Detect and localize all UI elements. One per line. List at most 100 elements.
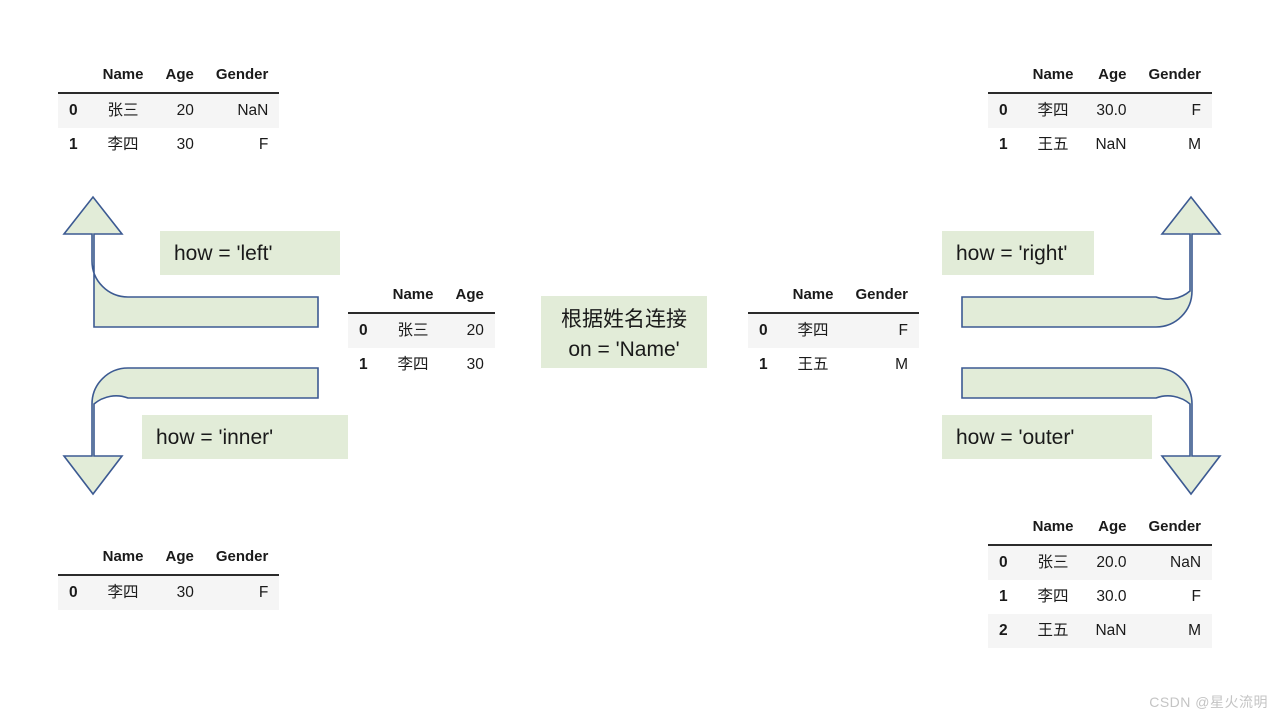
index-header — [348, 278, 382, 315]
table-row: 1 王五 M — [748, 348, 919, 382]
label-how-right-text: how = 'right' — [956, 242, 1068, 265]
index-header — [988, 510, 1022, 547]
table-row: 1 李四 30 — [348, 348, 495, 382]
label-how-inner-text: how = 'inner' — [156, 426, 274, 449]
table-row: 0 张三 20 — [348, 313, 495, 349]
row-index: 1 — [759, 356, 768, 374]
watermark: CSDN @星火流明 — [1149, 694, 1268, 710]
table-header-row: Name Age Gender — [58, 540, 280, 577]
column-header: Gender — [204, 540, 280, 577]
label-how-left: how = 'left' — [160, 231, 340, 275]
cell-age: 20.0 — [1084, 545, 1138, 581]
column-header: Name — [1021, 510, 1085, 547]
cell-name: 李四 — [397, 356, 429, 374]
row-index: 0 — [988, 93, 1022, 129]
row-index: 1 — [69, 136, 78, 154]
cell-name: 张三 — [381, 313, 445, 349]
cell-gender: F — [1137, 93, 1213, 129]
cell-age: 30 — [466, 356, 484, 374]
row-index: 0 — [58, 93, 92, 129]
table-row: 0 李四 30 F — [58, 575, 280, 611]
column-header: Name — [381, 278, 445, 315]
cell-name: 李四 — [1037, 588, 1069, 606]
row-index: 1 — [359, 356, 368, 374]
column-header: Age — [1084, 510, 1138, 547]
cell-name: 李四 — [107, 136, 139, 154]
cell-age: 20 — [444, 313, 495, 349]
cell-name: 李四 — [781, 313, 845, 349]
cell-gender: M — [1188, 136, 1202, 154]
join-note-line2: on = 'Name' — [568, 338, 680, 362]
row-index: 0 — [748, 313, 782, 349]
table-row: 0 张三 20.0 NaN — [988, 545, 1213, 581]
cell-gender: F — [844, 313, 919, 349]
column-header: Age — [444, 278, 495, 315]
column-header: Gender — [844, 278, 919, 315]
row-index: 2 — [988, 614, 1022, 649]
index-header — [58, 540, 92, 577]
row-index: 1 — [999, 588, 1008, 606]
column-header: Name — [91, 540, 155, 577]
table-header-row: Name Age — [348, 278, 495, 315]
cell-gender: NaN — [204, 93, 280, 129]
table-row: 1 王五 NaN M — [988, 128, 1212, 162]
column-header: Gender — [1137, 510, 1213, 547]
index-header — [58, 58, 92, 95]
cell-age: NaN — [1084, 614, 1138, 649]
cell-name: 王五 — [1037, 136, 1069, 154]
table-row: 0 张三 20 NaN — [58, 93, 280, 129]
row-index: 0 — [58, 575, 92, 611]
column-header: Name — [1021, 58, 1085, 95]
table-row: 1 李四 30 F — [58, 128, 279, 162]
table-header-row: Name Age Gender — [988, 510, 1213, 547]
column-header: Age — [1084, 58, 1138, 95]
table-row: 0 李四 30.0 F — [988, 93, 1213, 129]
cell-age: 30 — [176, 136, 194, 154]
table-row: 1 李四 30.0 F — [988, 580, 1212, 614]
cell-age: 30.0 — [1084, 93, 1138, 129]
arrow-how-right — [961, 195, 1222, 328]
join-note-line1: 根据姓名连接 — [561, 308, 687, 331]
column-header: Name — [781, 278, 845, 315]
arrow-how-outer — [961, 367, 1222, 496]
column-header: Age — [154, 540, 205, 577]
result-dataframe-outer: Name Age Gender 0 张三 20.0 NaN 1 李四 30.0 … — [988, 510, 1213, 649]
cell-name: 李四 — [91, 575, 155, 611]
table-row: 0 李四 F — [748, 313, 919, 349]
cell-gender: F — [204, 575, 280, 611]
right-dataframe-merged-right: Name Age Gender 0 李四 30.0 F 1 王五 NaN M — [988, 58, 1213, 163]
label-join-note: 根据姓名连接 on = 'Name' — [541, 296, 707, 368]
arrow-how-left — [62, 195, 319, 328]
table-row: 2 王五 NaN M — [988, 614, 1213, 649]
index-header — [988, 58, 1022, 95]
label-how-left-text: how = 'left' — [174, 242, 273, 265]
cell-name: 张三 — [91, 93, 155, 129]
cell-gender: NaN — [1137, 545, 1213, 581]
cell-name: 张三 — [1021, 545, 1085, 581]
cell-gender: M — [895, 356, 908, 374]
column-header: Age — [154, 58, 205, 95]
cell-age: 30 — [154, 575, 205, 611]
cell-gender: F — [1191, 588, 1202, 606]
table-header-row: Name Gender — [748, 278, 919, 315]
cell-name: 李四 — [1021, 93, 1085, 129]
label-how-outer: how = 'outer' — [942, 415, 1152, 459]
result-dataframe-inner: Name Age Gender 0 李四 30 F — [58, 540, 280, 611]
left-dataframe-merged-left: Name Age Gender 0 张三 20 NaN 1 李四 30 F — [58, 58, 280, 163]
source-dataframe-right: Name Gender 0 李四 F 1 王五 M — [748, 278, 919, 383]
cell-age: NaN — [1095, 136, 1127, 154]
row-index: 1 — [999, 136, 1008, 154]
label-how-right: how = 'right' — [942, 231, 1094, 275]
cell-name: 王五 — [1021, 614, 1085, 649]
label-how-inner: how = 'inner' — [142, 415, 348, 459]
cell-gender: M — [1137, 614, 1213, 649]
cell-name: 王五 — [797, 356, 829, 374]
source-dataframe-left: Name Age 0 张三 20 1 李四 30 — [348, 278, 495, 383]
cell-gender: F — [258, 136, 269, 154]
table-header-row: Name Age Gender — [988, 58, 1213, 95]
row-index: 0 — [348, 313, 382, 349]
label-how-outer-text: how = 'outer' — [956, 426, 1075, 449]
column-header: Gender — [204, 58, 280, 95]
column-header: Name — [91, 58, 155, 95]
cell-age: 20 — [154, 93, 205, 129]
